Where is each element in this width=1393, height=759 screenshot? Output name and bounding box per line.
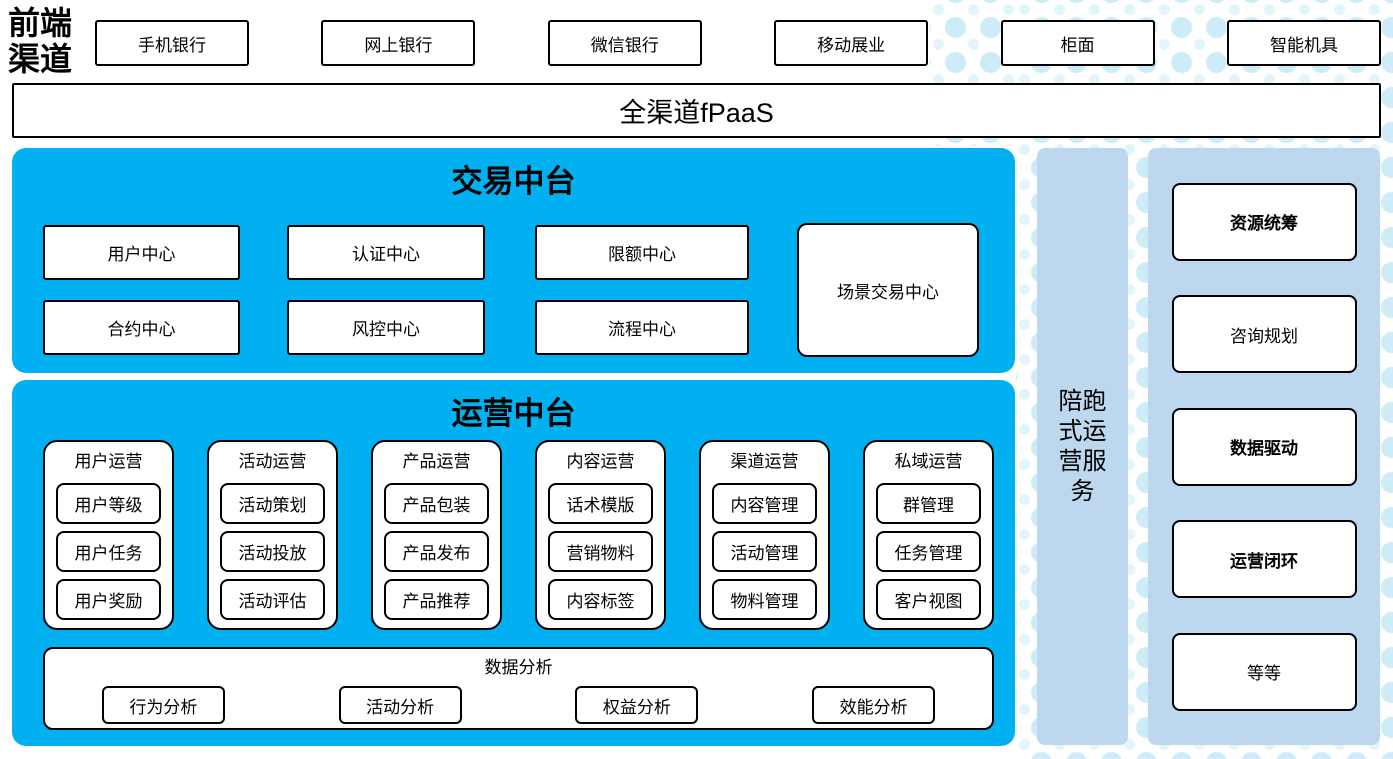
operations-platform-section: 运营中台 用户运营 用户等级 用户任务 用户奖励 活动运营 活动策划 活动投放 … [12,380,1015,746]
service-list-panel: 资源统筹 咨询规划 数据驱动 运营闭环 等等 [1148,148,1380,745]
op-item: 物料管理 [712,579,817,620]
service-box-data-driven: 数据驱动 [1171,407,1357,486]
data-analysis-panel: 数据分析 行为分析 活动分析 权益分析 效能分析 [43,647,994,730]
op-column-header: 活动运营 [238,452,307,471]
op-column-content: 内容运营 话术模版 营销物料 内容标签 [535,440,666,630]
data-analysis-row: 行为分析 活动分析 权益分析 效能分析 [45,686,992,724]
op-column-header: 私域运营 [894,452,963,471]
op-column-header: 产品运营 [402,452,471,471]
op-item: 产品发布 [384,531,489,572]
channel-box-smart-devices: 智能机具 [1226,20,1381,66]
op-item: 内容管理 [712,483,817,524]
analysis-item: 效能分析 [812,686,936,724]
op-item: 客户视图 [876,579,981,620]
channel-box-wechat-banking: 微信银行 [547,20,702,66]
op-item: 产品包装 [384,483,489,524]
trading-platform-section: 交易中台 用户中心 认证中心 限额中心 合约中心 风控中心 流程中心 场景交易中… [12,148,1015,373]
op-column-user: 用户运营 用户等级 用户任务 用户奖励 [43,440,174,630]
op-item: 用户等级 [56,483,161,524]
operations-platform-title: 运营中台 [451,396,576,431]
op-item: 用户任务 [56,531,161,572]
trading-box-process-center: 流程中心 [535,300,749,355]
op-item: 群管理 [876,483,981,524]
channel-box-mobile-banking: 手机银行 [95,20,249,66]
op-item: 内容标签 [548,579,653,620]
channel-box-online-banking: 网上银行 [321,20,476,66]
service-box-etc: 等等 [1171,632,1357,711]
op-item: 用户奖励 [56,579,161,620]
service-box-resource: 资源统筹 [1171,182,1357,261]
service-box-closed-loop: 运营闭环 [1171,520,1357,598]
op-item: 活动策划 [220,483,325,524]
accompanying-service-label: 陪跑式运营服务 [1058,387,1107,505]
op-item: 营销物料 [548,531,653,572]
trading-box-contract-center: 合约中心 [43,300,240,355]
op-column-header: 用户运营 [74,452,143,471]
op-item: 任务管理 [876,531,981,572]
trading-box-risk-center: 风控中心 [287,300,485,355]
channel-box-mobile-marketing: 移动展业 [774,20,929,66]
trading-box-scenario-trading-center: 场景交易中心 [797,223,979,357]
operations-columns-row: 用户运营 用户等级 用户任务 用户奖励 活动运营 活动策划 活动投放 活动评估 … [43,440,994,630]
channel-box-counter: 柜面 [1000,20,1155,66]
trading-platform-title: 交易中台 [451,164,576,199]
trading-box-auth-center: 认证中心 [287,225,485,280]
data-analysis-title: 数据分析 [484,658,553,677]
op-item: 活动管理 [712,531,817,572]
analysis-item: 权益分析 [575,686,699,724]
fpaas-bar: 全渠道fPaaS [12,83,1381,138]
op-item: 活动评估 [220,579,325,620]
trading-box-limit-center: 限额中心 [535,225,749,280]
op-item: 产品推荐 [384,579,489,620]
op-column-channel: 渠道运营 内容管理 活动管理 物料管理 [699,440,830,630]
accompanying-service-bar: 陪跑式运营服务 [1037,148,1128,745]
analysis-item: 行为分析 [101,686,225,724]
op-column-header: 内容运营 [566,452,635,471]
trading-box-user-center: 用户中心 [43,225,240,280]
op-item: 话术模版 [548,483,653,524]
op-column-activity: 活动运营 活动策划 活动投放 活动评估 [207,440,338,630]
op-column-private-domain: 私域运营 群管理 任务管理 客户视图 [863,440,994,630]
front-channels-row: 手机银行 网上银行 微信银行 移动展业 柜面 智能机具 [95,20,1381,66]
service-box-consulting: 咨询规划 [1171,295,1357,373]
op-column-header: 渠道运营 [730,452,799,471]
analysis-item: 活动分析 [338,686,462,724]
op-item: 活动投放 [220,531,325,572]
front-channels-label: 前端渠道 [8,5,73,77]
op-column-product: 产品运营 产品包装 产品发布 产品推荐 [371,440,502,630]
